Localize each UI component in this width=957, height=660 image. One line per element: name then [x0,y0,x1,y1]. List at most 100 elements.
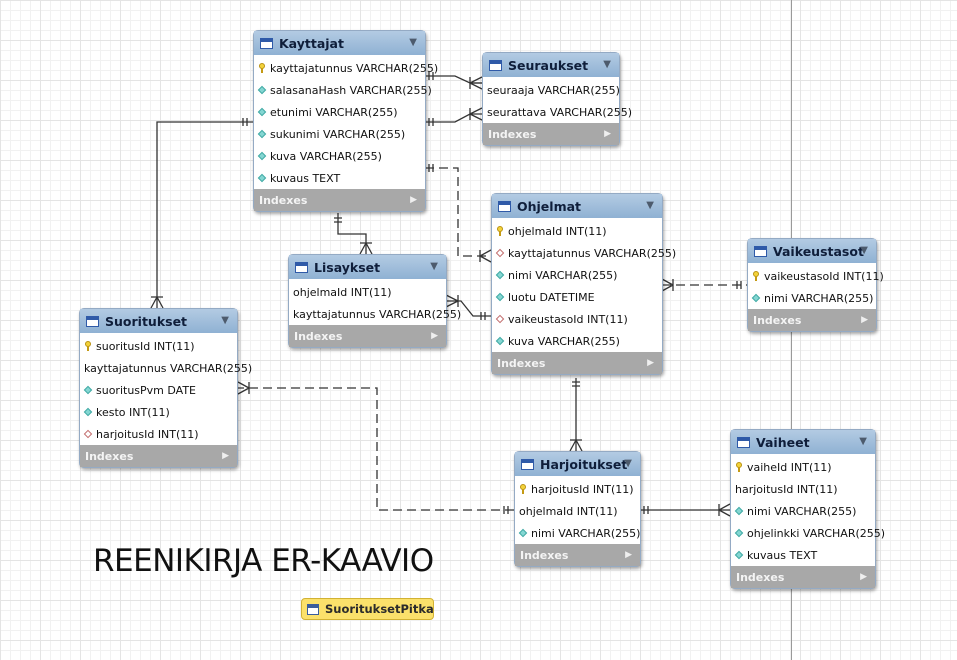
collapse-caret-icon[interactable]: ▼ [430,261,438,272]
column-row[interactable]: vaiheId INT(11) [731,456,875,478]
rel-kayttajat-seurattava [425,113,482,123]
collapse-caret-icon[interactable]: ▼ [221,315,229,326]
rel-ohjelmat-lisaykset [446,300,491,317]
column-row[interactable]: harjoitusId INT(11) [515,478,640,500]
column-list: ohjelmaId INT(11) kayttajatunnus VARCHAR(… [492,218,676,352]
table-header[interactable]: Vaiheet ▼ [731,430,875,454]
column-row[interactable]: seurattava VARCHAR(255) [483,101,632,123]
column-icon [258,151,266,161]
collapse-caret-icon[interactable]: ▼ [603,59,611,70]
foreign-key-icon [496,314,504,324]
table-kayttajat[interactable]: Kayttajat ▼ kayttajatunnus VARCHAR(255) s… [253,30,438,212]
table-name: Kayttajat [279,35,344,51]
table-header[interactable]: Suoritukset ▼ [80,309,237,333]
indexes-section[interactable]: Indexes ▶ [289,325,446,347]
table-vaiheet[interactable]: Vaiheet ▼ vaiheId INT(11)harjoitusId INT… [730,429,885,589]
column-icon [496,336,504,346]
column-row[interactable]: kayttajatunnus VARCHAR(255) [254,57,438,79]
table-header[interactable]: Ohjelmat ▼ [492,194,662,218]
column-label: ohjelmaId INT(11) [508,224,607,238]
indexes-section[interactable]: Indexes ▶ [515,544,640,566]
column-row[interactable]: nimi VARCHAR(255) [748,287,876,309]
column-row[interactable]: seuraaja VARCHAR(255) [483,79,620,101]
expand-caret-icon[interactable]: ▶ [604,129,611,139]
expand-caret-icon[interactable]: ▶ [625,550,632,560]
indexes-section[interactable]: Indexes ▶ [748,309,876,331]
table-header[interactable]: Lisaykset ▼ [289,255,446,279]
column-row[interactable]: kuva VARCHAR(255) [254,145,425,167]
column-row[interactable]: etunimi VARCHAR(255) [254,101,425,123]
column-label: harjoitusId INT(11) [96,427,199,441]
column-label: kuva VARCHAR(255) [508,334,620,348]
column-row[interactable]: sukunimi VARCHAR(255) [254,123,425,145]
rel-harjoitukset-suoritukset [238,387,514,511]
table-vaikeustasot[interactable]: Vaikeustasot ▼ vaikeustasoId INT(11)nimi… [747,238,884,332]
expand-caret-icon[interactable]: ▶ [647,358,654,368]
table-lisaykset[interactable]: Lisaykset ▼ ohjelmaId INT(11)kayttajatun… [288,254,461,348]
column-label: sukunimi VARCHAR(255) [270,127,406,141]
primary-key-icon [258,63,266,73]
view-suorituksetpitka[interactable]: SuorituksetPitka [301,598,434,620]
column-row[interactable]: kesto INT(11) [80,401,237,423]
table-seuraukset[interactable]: Seuraukset ▼ seuraaja VARCHAR(255) seurat… [482,52,632,146]
column-row[interactable]: suoritusPvm DATE [80,379,237,401]
table-header[interactable]: Vaikeustasot ▼ [748,239,876,263]
column-row[interactable]: nimi VARCHAR(255) [492,264,662,286]
column-row[interactable]: vaikeustasoId INT(11) [492,308,662,330]
collapse-caret-icon[interactable]: ▼ [859,436,867,447]
collapse-caret-icon[interactable]: ▼ [646,200,654,211]
column-row[interactable]: harjoitusId INT(11) [80,423,237,445]
table-header[interactable]: Kayttajat ▼ [254,31,425,55]
column-label: ohjelmaId INT(11) [519,504,618,518]
rel-kayttajat-suoritukset-end [150,118,248,309]
table-ohjelmat[interactable]: Ohjelmat ▼ ohjelmaId INT(11) kayttajatunn… [491,193,676,375]
column-list: vaiheId INT(11)harjoitusId INT(11)nimi V… [731,454,885,566]
column-row[interactable]: ohjelinkki VARCHAR(255) [731,522,885,544]
column-label: kesto INT(11) [96,405,170,419]
column-label: seuraaja VARCHAR(255) [487,83,620,97]
indexes-section[interactable]: Indexes ▶ [254,189,425,211]
indexes-section[interactable]: Indexes ▶ [731,566,875,588]
column-row[interactable]: kayttajatunnus VARCHAR(255) [289,303,461,325]
column-label: kayttajatunnus VARCHAR(255) [508,246,677,260]
expand-caret-icon[interactable]: ▶ [222,451,229,461]
column-row[interactable]: ohjelmaId INT(11) [515,500,640,522]
column-label: salasanaHash VARCHAR(255) [270,83,432,97]
expand-caret-icon[interactable]: ▶ [861,315,868,325]
column-icon [735,506,743,516]
table-header[interactable]: Harjoitukset ▼ [515,452,640,476]
collapse-caret-icon[interactable]: ▼ [860,245,868,256]
expand-caret-icon[interactable]: ▶ [431,331,438,341]
column-row[interactable]: harjoitusId INT(11) [731,478,875,500]
column-row[interactable]: kuvaus TEXT [254,167,425,189]
column-row[interactable]: ohjelmaId INT(11) [289,281,446,303]
column-label: harjoitusId INT(11) [531,482,634,496]
column-row[interactable]: suoritusId INT(11) [80,335,237,357]
column-row[interactable]: luotu DATETIME [492,286,662,308]
table-suoritukset[interactable]: Suoritukset ▼ suoritusId INT(11)kayttaja… [79,308,252,468]
indexes-label: Indexes [85,449,134,463]
column-list: suoritusId INT(11)kayttajatunnus VARCHAR… [80,333,252,445]
table-header[interactable]: Seuraukset ▼ [483,53,619,77]
column-row[interactable]: kayttajatunnus VARCHAR(255) [80,357,252,379]
column-row[interactable]: vaikeustasoId INT(11) [748,265,884,287]
collapse-caret-icon[interactable]: ▼ [409,37,417,48]
collapse-caret-icon[interactable]: ▼ [624,458,632,469]
column-row[interactable]: kayttajatunnus VARCHAR(255) [492,242,676,264]
column-row[interactable]: kuvaus TEXT [731,544,875,566]
column-row[interactable]: salasanaHash VARCHAR(255) [254,79,432,101]
column-row[interactable]: nimi VARCHAR(255) [515,522,640,544]
indexes-section[interactable]: Indexes ▶ [492,352,662,374]
column-row[interactable]: nimi VARCHAR(255) [731,500,875,522]
expand-caret-icon[interactable]: ▶ [860,572,867,582]
table-name: Vaiheet [756,434,810,450]
table-harjoitukset[interactable]: Harjoitukset ▼ harjoitusId INT(11) ohjelm… [514,451,641,567]
column-row[interactable]: kuva VARCHAR(255) [492,330,662,352]
column-label: luotu DATETIME [508,290,595,304]
indexes-section[interactable]: Indexes ▶ [483,123,619,145]
rel-kayttajat-lisaykset [337,213,367,254]
expand-caret-icon[interactable]: ▶ [410,195,417,205]
column-row[interactable]: ohjelmaId INT(11) [492,220,662,242]
indexes-section[interactable]: Indexes ▶ [80,445,237,467]
rel-kayttajat-lisaykset-end [334,217,373,255]
